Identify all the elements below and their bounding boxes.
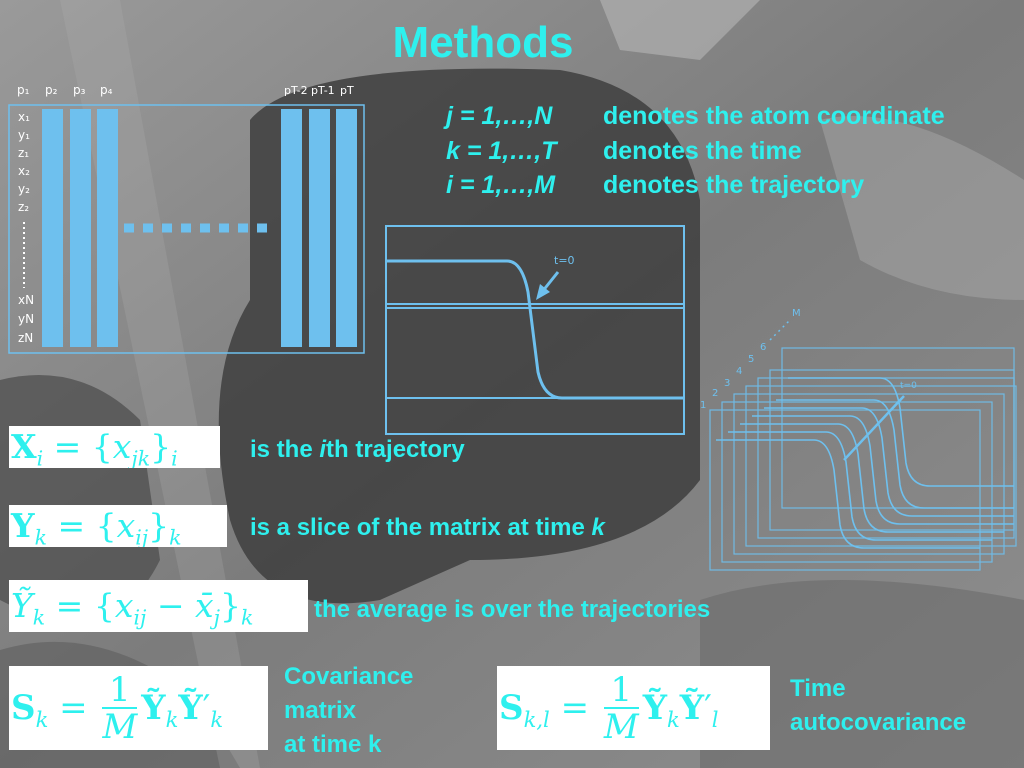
frac-numerator: 1 [603, 673, 639, 710]
stack-axis-number: 2 [712, 388, 718, 399]
matrix-frame [8, 104, 365, 354]
stacked-frame [781, 347, 1015, 509]
definition-index: j = 1,…,N [446, 102, 553, 130]
definition-row: k = 1,…,T denotes the time [446, 137, 802, 166]
matrix-row-label: x₂ [18, 164, 30, 178]
formula-desc-text: is a slice of the matrix at time [250, 514, 592, 541]
covariance-description: Covariance matrix at time k [284, 660, 413, 762]
stacked-frame [733, 393, 1005, 555]
autocovariance-description: Time autocovariance [790, 672, 966, 740]
desc-line: Time [790, 675, 846, 702]
stacked-curve [728, 431, 992, 541]
formula-description: is a slice of the matrix at time k [250, 514, 605, 542]
matrix-col-label: pT-2 [284, 84, 308, 97]
stacked-frame [721, 401, 993, 563]
stack-axis-number: 1 [700, 400, 706, 411]
stacked-frame [709, 409, 981, 571]
formula-description: the average is over the trajectories [314, 596, 710, 624]
desc-line: matrix [284, 697, 357, 724]
matrix-col-label: pT-1 [311, 84, 335, 97]
stacked-curve [764, 407, 1014, 517]
definition-text: denotes the trajectory [602, 171, 865, 199]
stack-axis-number: M [792, 308, 801, 319]
matrix-col-label: p₁ [17, 83, 30, 97]
matrix-row-label: z₂ [18, 200, 29, 214]
matrix-column-bar [97, 109, 118, 347]
stack-axis-number: 5 [748, 354, 754, 365]
stacked-curve [788, 377, 1014, 487]
slide-title: Methods [392, 18, 574, 67]
time-arrow-head [536, 284, 550, 300]
matrix-row-label: xN [18, 293, 34, 307]
matrix-col-label: p₄ [100, 83, 113, 97]
stacked-curve [716, 439, 980, 549]
stacked-curve [776, 399, 1014, 509]
matrix-column-bar [42, 109, 63, 347]
centered-slice-formula: Ỹk = {xij − x̄j}k [9, 580, 308, 632]
data-matrix-diagram: p₁ p₂ p₃ p₄ pT-2 pT-1 pT x₁ y₁ z₁ x₂ y₂ … [8, 83, 365, 354]
plot-frame [385, 225, 685, 435]
definition-index: k = 1,…,T [446, 137, 557, 165]
formula-desc-text: the average is over the trajectories [314, 596, 711, 623]
formula-desc-text: th trajectory [326, 436, 465, 463]
stack-axis-number: 3 [724, 378, 730, 389]
stack-axis-number: 4 [736, 366, 742, 377]
matrix-column-bar [281, 109, 302, 347]
frac-numerator: 1 [102, 673, 138, 710]
stack-time-label: t=0 [900, 381, 917, 391]
matrix-row-label: y₁ [18, 128, 30, 142]
formula-desc-italic: k [591, 514, 605, 541]
desc-line: at time k [284, 731, 382, 758]
matrix-col-label: p₃ [73, 83, 86, 97]
slice-formula: Yk = {xij}k [9, 505, 227, 547]
matrix-column-bar [336, 109, 357, 347]
definition-text: denotes the time [602, 137, 802, 165]
matrix-row-label: zN [18, 331, 33, 345]
stack-axis-number: 6 [760, 342, 766, 353]
formula-desc-italic: i [319, 436, 327, 463]
matrix-column-bar [309, 109, 330, 347]
trajectory-formula: Xi = {xjk}i [9, 426, 220, 468]
matrix-row-label: z₁ [18, 146, 29, 160]
desc-line: autocovariance [790, 709, 967, 736]
formula-description: is the ith trajectory [250, 436, 465, 464]
matrix-col-label: p₂ [45, 83, 58, 97]
matrix-row-label: y₂ [18, 182, 30, 196]
stacked-frame [745, 385, 1017, 547]
time-zero-label: t=0 [554, 254, 575, 267]
definition-row: j = 1,…,N denotes the atom coordinate [446, 102, 945, 131]
matrix-column-bar [70, 109, 91, 347]
definition-row: i = 1,…,M denotes the trajectory [446, 171, 864, 200]
matrix-row-label: yN [18, 312, 34, 326]
matrix-row-label: x₁ [18, 110, 30, 124]
definition-index: i = 1,…,M [446, 171, 556, 199]
trajectory-plot: t=0 [385, 225, 685, 435]
definition-text: denotes the atom coordinate [602, 102, 945, 130]
trajectory-curve [386, 259, 684, 400]
desc-line: Covariance [284, 663, 414, 690]
matrix-col-label: pT [340, 84, 354, 97]
stacked-curve [740, 423, 1004, 533]
formula-desc-text: is the [250, 436, 320, 463]
time-arrow-diagonal [843, 395, 905, 461]
stacked-trajectories-plot: 1 2 3 4 5 6 M t=0 [700, 308, 1017, 571]
frac-denominator: M [102, 707, 138, 748]
frac-denominator: M [603, 707, 639, 748]
stacked-curve [752, 415, 1014, 525]
